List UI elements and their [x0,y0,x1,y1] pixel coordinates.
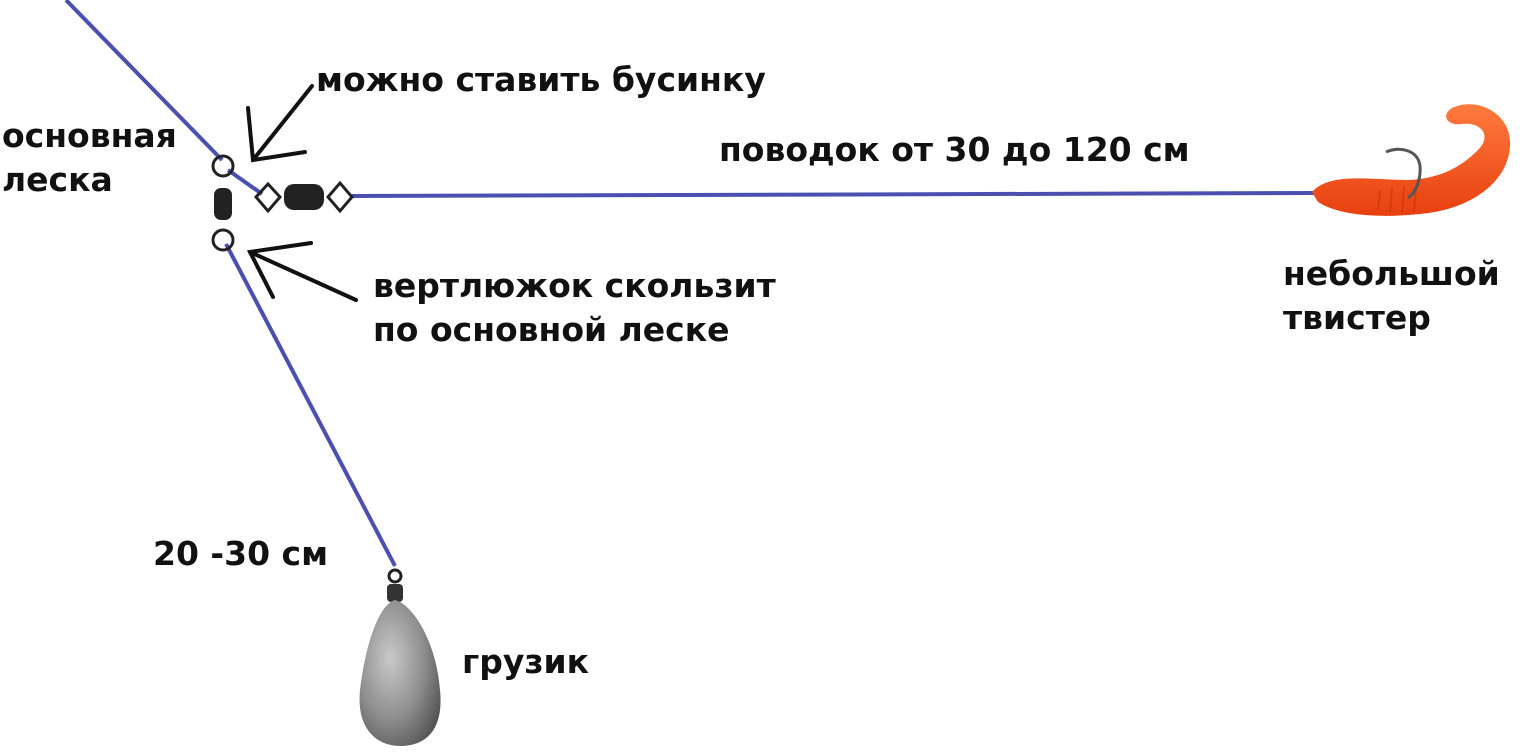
sinker-length-label: 20 -30 см [153,534,329,573]
leader-line [351,191,1319,198]
swivel-label: вертлюжок скользит по основной леске [373,264,776,352]
sinker-line [224,243,397,567]
triple-swivel-icon [211,154,354,252]
twister-lure-icon [1312,104,1511,216]
main-line-label: основная леска [2,114,177,202]
twister-label: небольшой твистер [1283,252,1500,340]
swivel-ring-top [211,154,235,178]
arrow-icon [246,241,358,302]
swivel-ring-left [253,181,283,214]
swivel-label-line1: вертлюжок скользит [373,266,776,305]
main-line-segment [226,168,264,196]
swivel-ring-bottom [211,228,235,252]
swivel-barrel-horizontal [284,184,324,210]
leader-label: поводок от 30 до 120 см [719,130,1190,169]
sinker-label: грузик [462,642,590,681]
swivel-label-line2: по основной леске [373,310,730,349]
main-line [64,0,224,162]
bead-label: можно ставить бусинку [316,60,766,99]
main-line-label-line2: леска [2,160,113,199]
main-line-label-line1: основная [2,116,177,155]
sinker-weight-icon [359,568,441,746]
twister-label-line1: небольшой [1283,254,1500,293]
arrow-icon [246,84,314,163]
twister-label-line2: твистер [1283,298,1431,337]
swivel-ring-right [326,180,354,214]
hook-icon [1385,147,1422,200]
swivel-barrel-vertical [214,188,232,220]
